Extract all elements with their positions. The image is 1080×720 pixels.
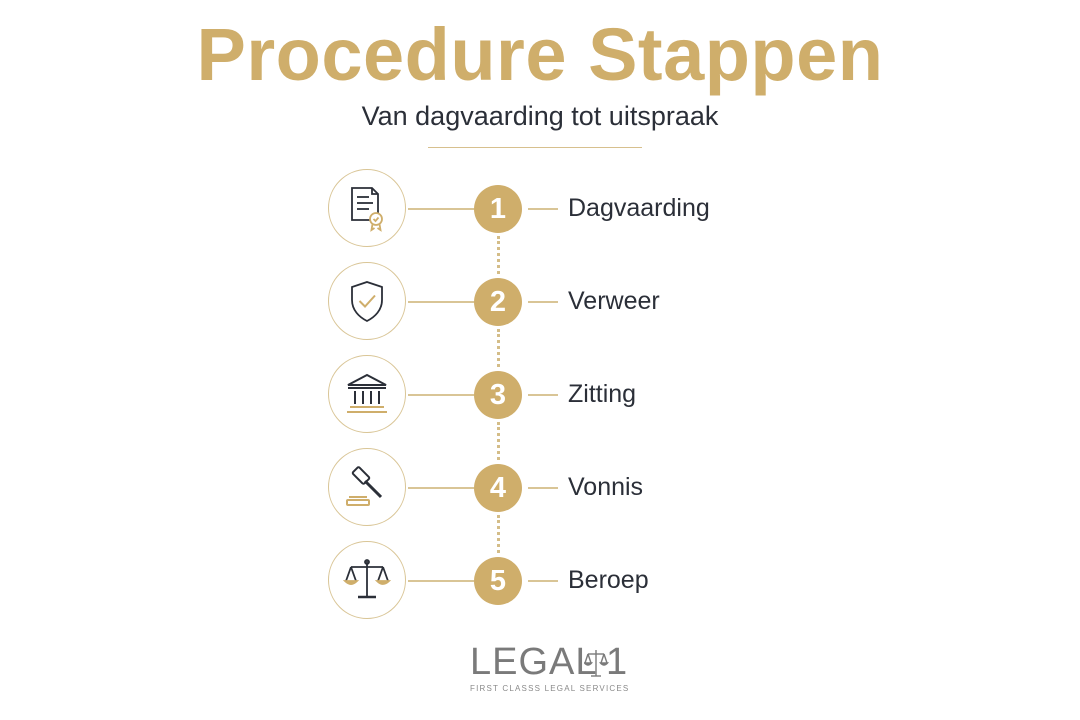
courthouse-icon: [347, 373, 387, 413]
step-number: 1: [474, 185, 522, 233]
step-icon-circle: [328, 448, 406, 526]
step-line-right: [528, 487, 558, 489]
step-item: 2 Verweer: [0, 260, 1080, 344]
document-seal-icon: [351, 187, 383, 232]
step-line-right: [528, 394, 558, 396]
step-item: 3 Zitting: [0, 353, 1080, 437]
title-divider: [428, 147, 642, 148]
step-label: Dagvaarding: [568, 194, 710, 222]
step-icon-circle: [328, 541, 406, 619]
step-icon-circle: [328, 262, 406, 340]
step-line-right: [528, 301, 558, 303]
step-connector: [497, 236, 500, 274]
step-line-right: [528, 580, 558, 582]
step-number: 5: [474, 557, 522, 605]
page-subtitle: Van dagvaarding tot uitspraak: [361, 101, 719, 131]
step-line-left: [408, 487, 474, 489]
step-line-left: [408, 394, 474, 396]
page-title: Procedure Stappen: [196, 13, 884, 96]
step-label: Beroep: [568, 566, 649, 594]
shield-check-icon: [351, 281, 383, 323]
logo-tagline: FIRST CLASSS LEGAL SERVICES: [470, 684, 630, 693]
gavel-icon: [346, 466, 383, 506]
step-connector: [497, 515, 500, 553]
step-line-right: [528, 208, 558, 210]
step-icon-circle: [328, 355, 406, 433]
step-connector: [497, 329, 500, 367]
step-label: Vonnis: [568, 473, 644, 501]
step-label: Zitting: [568, 380, 637, 408]
step-line-left: [408, 301, 474, 303]
step-number: 4: [474, 464, 522, 512]
brand-logo: LEGAL 1 FIRST CLASSS LEGAL SERVICES: [470, 641, 628, 693]
step-number: 3: [474, 371, 522, 419]
logo-number: 1: [606, 641, 628, 683]
scales-icon: [343, 559, 391, 599]
scales-icon: [584, 650, 610, 677]
step-item: 4 Vonnis: [0, 446, 1080, 530]
step-item: 1 Dagvaarding: [0, 167, 1080, 251]
step-line-left: [408, 208, 474, 210]
step-icon-circle: [328, 169, 406, 247]
step-number: 2: [474, 278, 522, 326]
step-line-left: [408, 580, 474, 582]
step-connector: [497, 422, 500, 460]
logo-wordmark: LEGAL: [470, 641, 598, 683]
step-label: Verweer: [568, 287, 660, 315]
step-item: 5 Beroep: [0, 539, 1080, 623]
